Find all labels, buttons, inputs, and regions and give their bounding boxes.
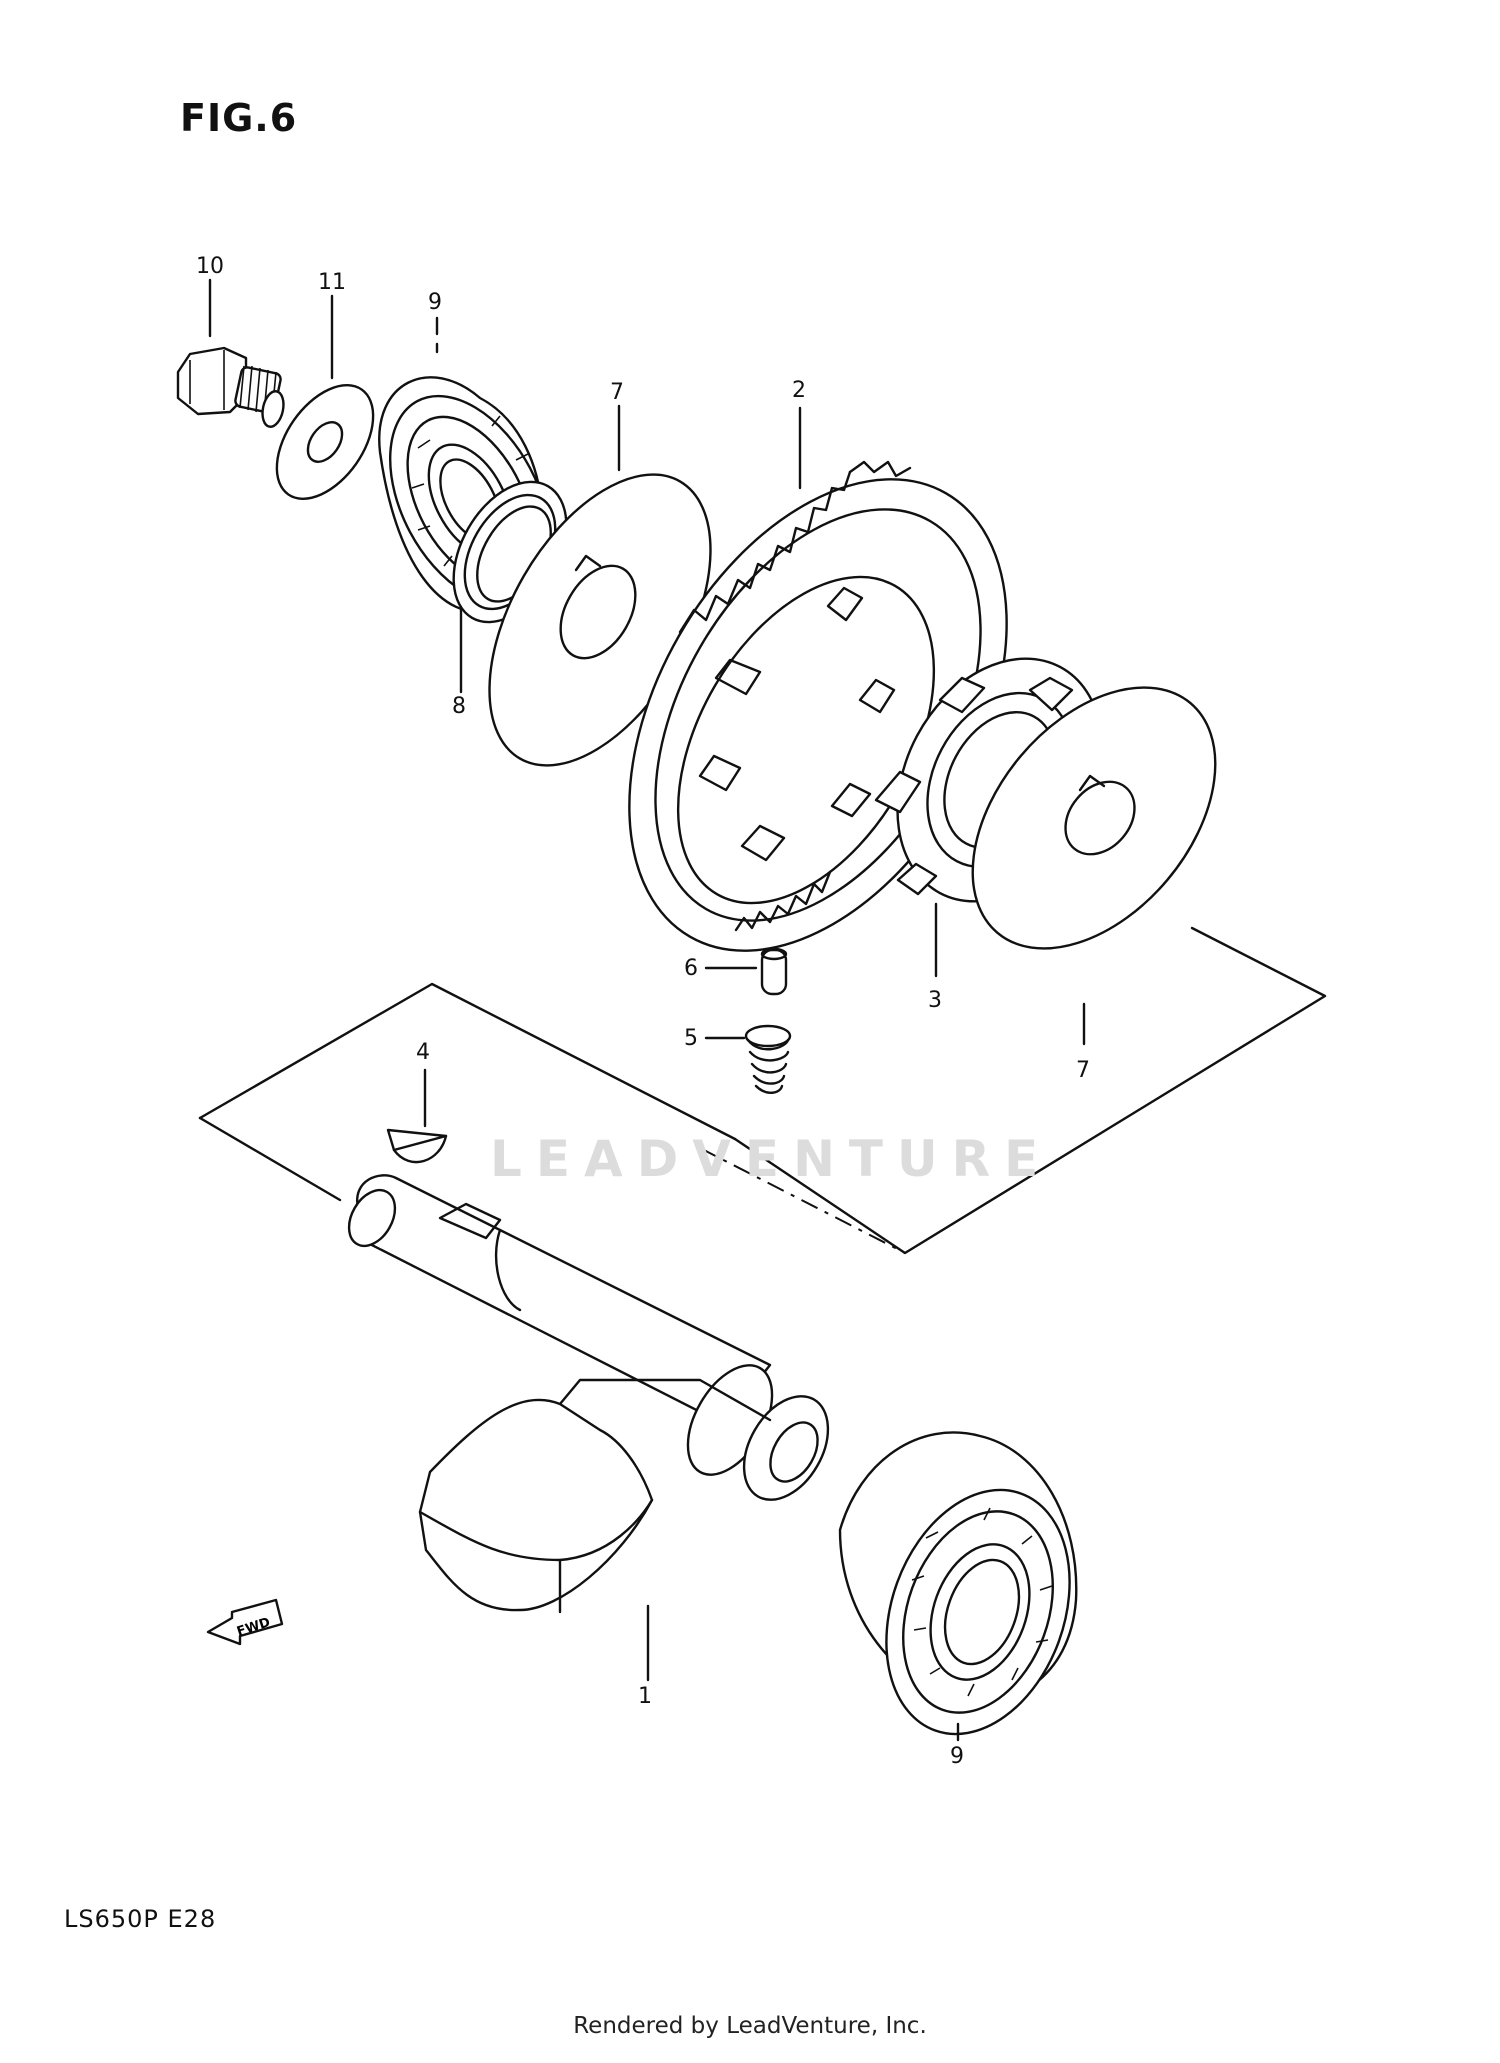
footer-credit: Rendered by LeadVenture, Inc.	[573, 2013, 927, 2039]
callout-2[interactable]: 2	[792, 378, 806, 403]
figure-title: FIG.6	[180, 96, 298, 140]
part-10-bolt[interactable]	[176, 346, 287, 429]
callout-3[interactable]: 3	[928, 988, 942, 1013]
part-11-washer[interactable]	[257, 368, 393, 516]
part-6-pin[interactable]	[760, 947, 788, 996]
part-4-key[interactable]	[386, 1128, 448, 1164]
callout-4[interactable]: 4	[416, 1040, 430, 1065]
callout-5[interactable]: 5	[684, 1026, 698, 1051]
watermark: LEADVENTURE	[490, 1130, 1053, 1188]
assembly-guide-outline	[198, 926, 1327, 1255]
callout-6[interactable]: 6	[684, 956, 698, 981]
callout-8[interactable]: 8	[452, 694, 466, 719]
callout-7-top[interactable]: 7	[610, 380, 624, 405]
model-code: LS650P E28	[64, 1905, 217, 1933]
fwd-arrow: FWD	[206, 1598, 284, 1646]
callout-9-top[interactable]: 9	[428, 290, 442, 315]
callout-9-bottom[interactable]: 9	[950, 1744, 964, 1769]
leader-lines	[208, 278, 1086, 1742]
callout-7-bottom[interactable]: 7	[1076, 1058, 1090, 1083]
callout-10[interactable]: 10	[196, 254, 224, 279]
callout-11[interactable]: 11	[318, 270, 346, 295]
part-9-bearing-bottom[interactable]	[838, 1431, 1102, 1759]
part-1-balancer-shaft[interactable]	[340, 1174, 845, 1614]
callout-1[interactable]: 1	[638, 1684, 652, 1709]
part-5-spring[interactable]	[744, 1024, 792, 1094]
part-7-washer-bottom[interactable]	[924, 641, 1264, 994]
